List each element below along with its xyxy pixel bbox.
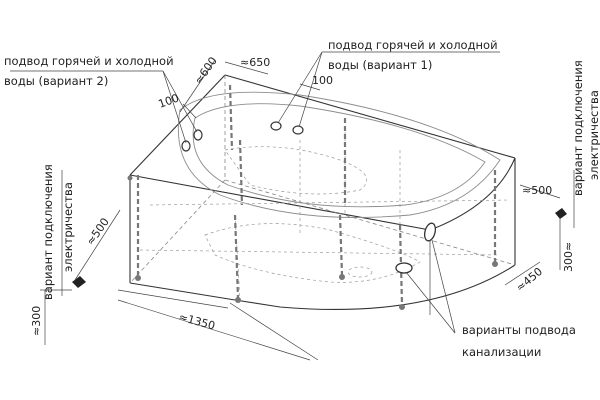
label-drain-line2: канализации [462,345,541,359]
label-water-v2-line2: воды (вариант 2) [4,74,108,88]
drain-ports [395,222,437,274]
electric-connector-right [555,208,567,219]
tub-bowl [177,91,501,283]
dim-300-left: ≈300 [30,306,43,336]
dim-500-right: ≈500 [522,184,552,197]
water-inlets [181,121,304,152]
label-electric-right-line2: электричества [587,90,600,180]
dimension-lines [40,59,561,361]
dim-100-right: 100 [312,74,333,87]
leader-lines [10,51,575,334]
tub-frame [129,74,516,315]
label-electric-left-line1: вариант подключения [41,164,55,300]
label-electric-right-line1: вариант подключения [571,60,585,196]
label-water-v1-line1: подвод горячей и холодной [328,38,498,52]
dim-300-right: 300≈ [562,242,575,272]
dim-1350: ≈1350 [177,310,216,332]
tub-legs [127,84,498,310]
label-water-v2-line1: подвод горячей и холодной [4,54,174,68]
dim-500-left: ≈500 [84,216,112,248]
dim-650: ≈650 [240,56,270,69]
dim-600: ≈600 [192,55,220,87]
electric-connector-left [72,276,86,288]
label-water-v1-line2: воды (вариант 1) [328,58,432,72]
label-drain-line1: варианты подвода [462,323,576,337]
hidden-frame-lines [129,75,516,301]
dim-100-left: 100 [157,91,181,110]
label-electric-left-line2: электричества [61,182,75,272]
